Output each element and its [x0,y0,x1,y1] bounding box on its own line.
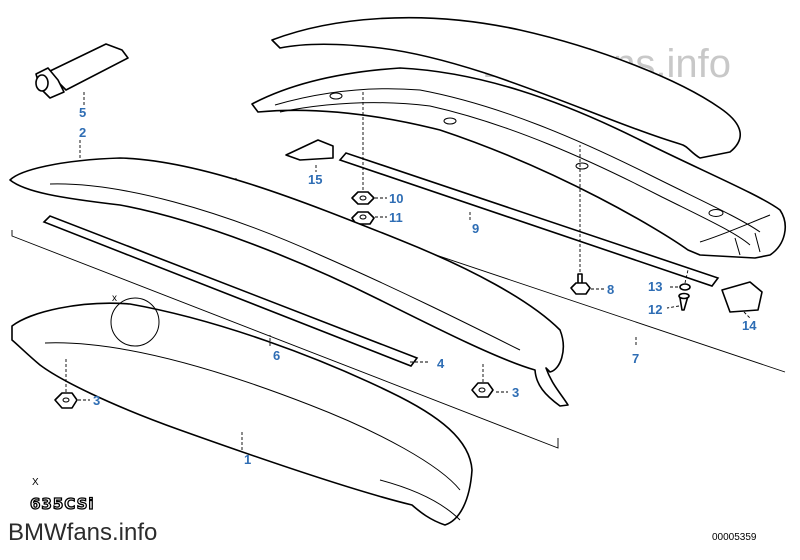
callout-13: 13 [648,279,662,294]
callout-7: 7 [632,351,639,366]
callout-1: 1 [244,452,251,467]
callout-3-left: 3 [93,393,100,408]
watermark-bottom: BMWfans.info [8,519,157,546]
nut-3-right [471,382,494,398]
adhesive-tube-5 [35,43,129,99]
seal-strip-9 [338,152,720,287]
bolt-8 [570,273,591,295]
screw-12 [678,292,690,311]
callout-5: 5 [79,105,86,120]
callout-12: 12 [648,302,662,317]
callout-6: 6 [273,348,280,363]
callout-11: 11 [389,210,403,225]
detail-circle [110,297,160,347]
spoiler-1 [11,302,473,526]
callout-2: 2 [79,125,86,140]
callout-10: 10 [389,191,403,206]
nut-3-left [54,392,78,409]
callout-9: 9 [472,221,479,236]
strip-4 [42,215,419,367]
washer-13 [679,283,691,291]
nut-10 [351,191,375,205]
model-emblem: 635CSi [30,495,95,513]
spoiler-2 [9,157,569,407]
leader-lines [65,92,751,450]
assembly-bracket-6 [11,230,559,449]
callout-3-right: 3 [512,385,519,400]
diagram-code: 00005359 [712,532,757,543]
callout-15: 15 [308,172,322,187]
callout-4: 4 [437,356,445,371]
callout-14: 14 [742,318,757,333]
detail-marker-top: x [112,293,117,304]
callout-labels: 5 2 15 10 11 9 8 13 12 14 7 6 4 3 3 1 [79,105,757,467]
detail-marker-bottom: X [32,477,39,488]
callout-8: 8 [607,282,614,297]
pad-15 [285,139,334,161]
rear-spoiler-upper [251,16,786,259]
pad-14 [721,281,763,313]
